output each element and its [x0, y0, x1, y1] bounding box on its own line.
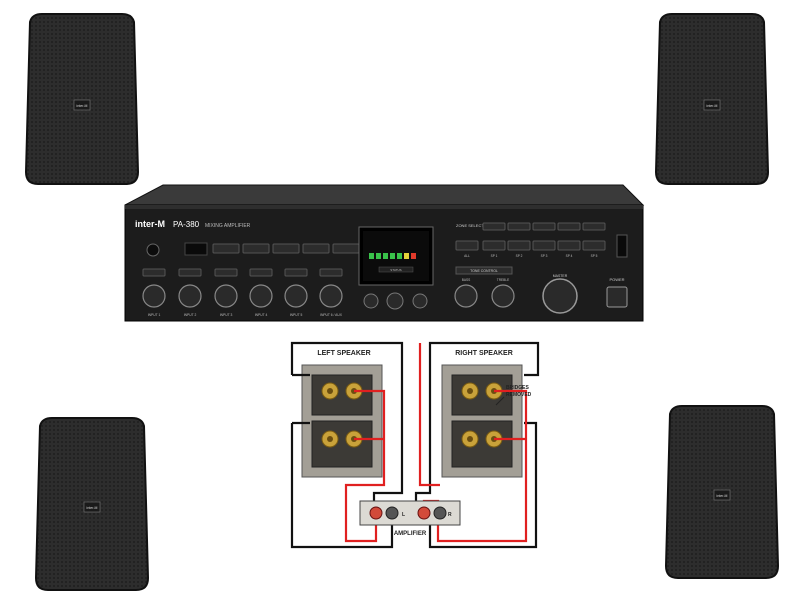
input-3-knob[interactable] [214, 284, 238, 308]
zone-buttons-top [482, 222, 606, 231]
zone-label: SP 3 [541, 254, 548, 258]
amp-subtitle: MIXING AMPLIFIER [205, 223, 251, 229]
power-label: POWER [609, 277, 624, 282]
bridges-arrow [495, 396, 505, 406]
mixing-amplifier: inter-M PA-380 MIXING AMPLIFIER STATUS Z… [124, 184, 645, 322]
amp-model: PA-380 [173, 220, 200, 229]
amp-brand: inter-M [135, 219, 165, 229]
treble-knob[interactable] [491, 284, 515, 308]
zone-select-label: ZONE SELECT [456, 223, 484, 228]
input-5-knob[interactable] [284, 284, 308, 308]
bridges-note-line1: BRIDGES [506, 385, 529, 391]
select-knob[interactable] [386, 292, 404, 310]
bridges-note-line2: REMOVED [506, 392, 532, 398]
zone-label: ALL [464, 254, 470, 258]
input-4-knob[interactable] [249, 284, 273, 308]
speaker-badge: inter-M [77, 104, 88, 108]
master-volume-knob[interactable] [542, 278, 578, 314]
tone-control-label: TONE CONTROL [470, 269, 498, 273]
input-2-knob[interactable] [178, 284, 202, 308]
next-button[interactable] [412, 293, 428, 309]
zone-sp4-button[interactable] [557, 240, 581, 251]
input-label: INPUT 2 [184, 313, 197, 317]
input-buttons [212, 243, 360, 254]
speaker-bottom-right: inter-M [664, 405, 780, 579]
mute-buttons [142, 268, 343, 277]
zone-all-button[interactable] [455, 240, 479, 251]
input-1-knob[interactable] [142, 284, 166, 308]
speaker-bottom-left: inter-M [34, 417, 150, 591]
zone-label: SP 2 [516, 254, 523, 258]
zone-switch[interactable] [616, 234, 628, 258]
bass-label: BASS [462, 278, 471, 282]
left-terminal-plate [301, 364, 383, 478]
speaker-badge: inter-M [707, 104, 718, 108]
amp-r-label: R [448, 512, 452, 518]
input-label: INPUT 5 [290, 313, 303, 317]
zone-sp3-button[interactable] [532, 240, 556, 251]
speaker-badge: inter-M [717, 494, 728, 498]
treble-label: TREBLE [497, 278, 509, 282]
input-6-knob[interactable] [319, 284, 343, 308]
chime-button[interactable] [363, 293, 379, 309]
right-terminal-plate [441, 364, 523, 478]
master-label: MASTER [553, 274, 568, 278]
speaker-top-right: inter-M [654, 13, 770, 185]
input-label: INPUT 4 [255, 313, 268, 317]
zone-buttons [455, 240, 606, 251]
zone-sp1-button[interactable] [482, 240, 506, 251]
zone-label: SP 1 [491, 254, 498, 258]
speaker-badge: inter-M [87, 506, 98, 510]
input-label: INPUT 6 / AUX [320, 313, 343, 317]
speaker-top-left: inter-M [24, 13, 140, 185]
level-display: STATUS [358, 226, 434, 286]
mic-jack[interactable] [146, 243, 160, 257]
input-label: INPUT 3 [220, 313, 233, 317]
amplifier-label: AMPLIFIER [394, 531, 427, 537]
zone-label: SP 4 [566, 254, 573, 258]
input-knobs [142, 284, 343, 308]
right-speaker-title: RIGHT SPEAKER [455, 350, 513, 357]
amp-l-label: L [402, 512, 405, 518]
black-wires [290, 341, 540, 549]
bass-knob[interactable] [454, 284, 478, 308]
display-label: STATUS [390, 268, 401, 272]
left-speaker-title: LEFT SPEAKER [317, 350, 370, 357]
wiring-diagram: LEFT SPEAKER RIGHT SPEAKER [290, 341, 540, 549]
zone-label: SP 5 [591, 254, 598, 258]
input-label: INPUT 1 [148, 313, 161, 317]
amplifier-terminal-block [359, 500, 461, 526]
zone-sp5-button[interactable] [582, 240, 606, 251]
zone-sp2-button[interactable] [507, 240, 531, 251]
power-button[interactable] [606, 286, 628, 308]
